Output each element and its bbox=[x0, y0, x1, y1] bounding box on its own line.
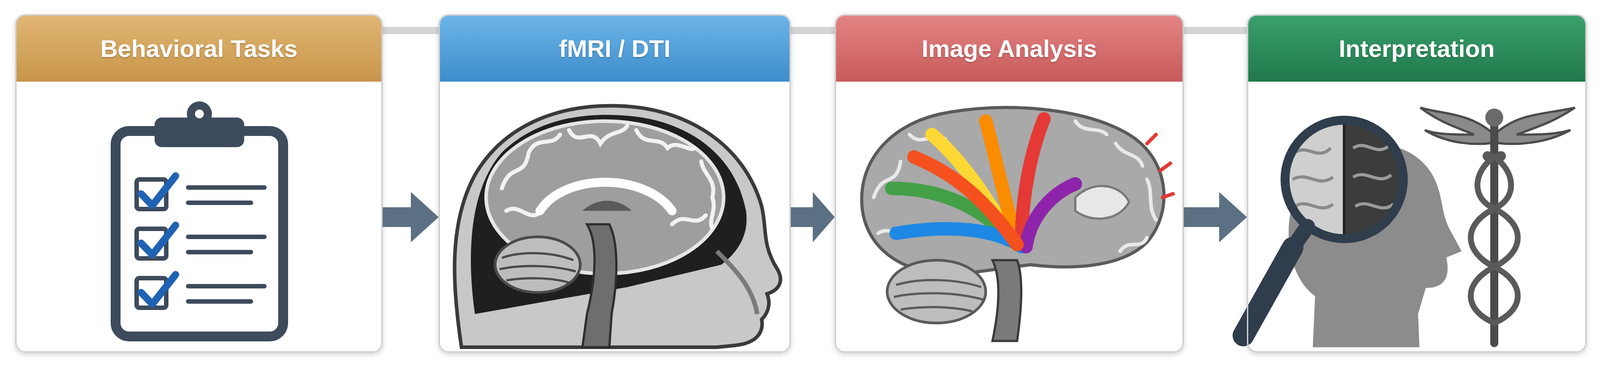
stage-panel: Behavioral Tasks bbox=[15, 14, 383, 353]
panel-header: Image Analysis bbox=[836, 15, 1183, 82]
caduceus-symbol bbox=[1420, 107, 1575, 343]
flow-arrow bbox=[382, 191, 439, 242]
panel-title: Interpretation bbox=[1338, 34, 1495, 63]
flow-arrow bbox=[1183, 191, 1247, 242]
tractography-brain bbox=[861, 107, 1174, 341]
panel-header: Interpretation bbox=[1248, 15, 1586, 82]
clipboard-icon bbox=[115, 101, 284, 337]
panel-header: Behavioral Tasks bbox=[16, 15, 382, 82]
stage-panel: Image Analysis bbox=[834, 14, 1184, 353]
panel-title: fMRI / DTI bbox=[559, 34, 671, 63]
interpretation-illustration bbox=[1243, 107, 1575, 347]
mri-head-illustration bbox=[454, 105, 781, 347]
panel-header: fMRI / DTI bbox=[439, 15, 790, 82]
panel-title: Behavioral Tasks bbox=[100, 34, 298, 63]
stage-panel: Interpretation bbox=[1246, 14, 1587, 353]
panel-title: Image Analysis bbox=[921, 34, 1097, 63]
stage-panel: fMRI / DTI bbox=[438, 14, 791, 353]
panel-grounds bbox=[15, 14, 1587, 353]
flow-arrow bbox=[790, 191, 835, 242]
